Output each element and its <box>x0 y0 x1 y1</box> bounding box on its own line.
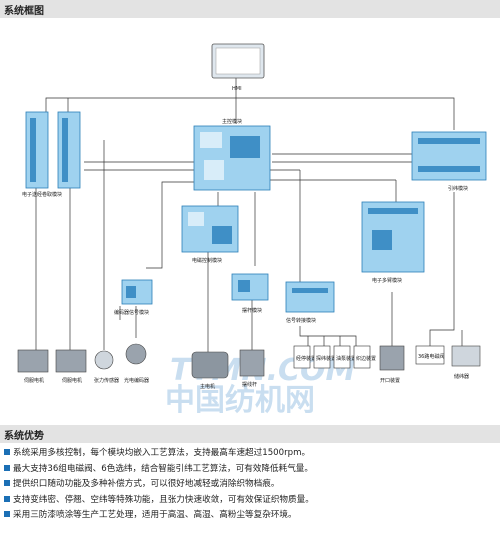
servo-motor-2: 伺服电机 <box>55 349 87 384</box>
features-section-header: 系统优势 <box>0 425 500 443</box>
main-motor: 主电机 <box>191 351 229 390</box>
svg-text:摆线杆: 摆线杆 <box>242 381 257 388</box>
weft-solenoid-box: 36路电磁阀 <box>415 345 444 365</box>
system-block-diagram: TTMN.COM 中国纺机网 <box>17 43 487 418</box>
sig-box-4: 织边装置 <box>356 355 376 362</box>
multi-arm-module: 电子多臂模块 <box>361 201 425 284</box>
feature-item: 最大支持36组电磁阀、6色选纬，结合智能引纬工艺算法，可有效降低耗气量。 <box>4 462 498 478</box>
solenoid-label: 电磁控制模块 <box>192 257 222 264</box>
encoder-signal-module: 编码器信号模块 <box>114 279 153 316</box>
svg-text:张力传感器: 张力传感器 <box>94 377 119 384</box>
feature-list: 系统采用多核控制，每个模块均嵌入工艺算法，支持最高车速超过1500rpm。 最大… <box>4 446 498 524</box>
svg-text:储纬器: 储纬器 <box>454 373 469 380</box>
encoder-signal-label: 编码器信号模块 <box>114 309 149 316</box>
let-off-label: 电子送经卷取模块 <box>22 191 62 198</box>
feature-item: 系统采用多核控制，每个模块均嵌入工艺算法，支持最高车速超过1500rpm。 <box>4 446 498 462</box>
main-control-label: 主控模块 <box>222 118 242 125</box>
bullet-square-icon <box>4 464 10 471</box>
svg-text:主电机: 主电机 <box>200 383 215 390</box>
watermark-cn: 中国纺机网 <box>165 383 315 418</box>
servo-motor-1: 伺服电机 <box>17 349 49 384</box>
feature-item: 采用三防漆喷涂等生产工艺处理，适用于高温、高湿、高粉尘等复杂环境。 <box>4 508 498 524</box>
bullet-square-icon <box>4 511 10 518</box>
tension-sensor: 张力传感器 <box>94 350 119 384</box>
photo-encoder: 光电编码器 <box>124 343 149 384</box>
features-section-title: 系统优势 <box>4 431 44 442</box>
signal-device-boxes: 经停装置 探纬装置 油泵装置 织边装置 <box>293 345 376 369</box>
multi-arm-label: 电子多臂模块 <box>372 277 402 284</box>
hmi-label: HMI <box>232 86 242 92</box>
svg-text:36路电磁阀: 36路电磁阀 <box>418 353 444 360</box>
diagram-section-title: 系统框图 <box>4 6 44 17</box>
let-off-modules: 电子送经卷取模块 <box>22 111 81 198</box>
signal-convert-module: 信号转接模块 <box>285 281 335 324</box>
bullet-square-icon <box>4 480 10 487</box>
weft-store-device: 储纬器 <box>451 345 481 380</box>
weft-select-label: 引纬模块 <box>448 185 468 192</box>
svg-text:伺服电机: 伺服电机 <box>62 377 82 384</box>
opening-device: 开口装置 <box>379 345 405 384</box>
solenoid-module: 电磁控制模块 <box>181 205 239 264</box>
svg-text:光电编码器: 光电编码器 <box>124 377 149 384</box>
sig-box-1: 经停装置 <box>296 355 316 362</box>
swing-rod: 摆线杆 <box>239 349 265 388</box>
feature-item: 提供织口随动功能及多种补偿方式，可以很好地减轻或消除织物档痕。 <box>4 477 498 493</box>
weft-select-module: 引纬模块 <box>411 131 487 192</box>
feature-item: 支持变纬密、停翘、空纬等特殊功能，且张力快速收敛，可有效保证织物质量。 <box>4 493 498 509</box>
diagram-section-header: 系统框图 <box>0 0 500 18</box>
main-control-module: 主控模块 <box>193 118 271 191</box>
bullet-square-icon <box>4 449 10 455</box>
svg-text:开口装置: 开口装置 <box>380 377 400 384</box>
bullet-square-icon <box>4 495 10 502</box>
swing-arm-module: 摆杆模块 <box>231 273 269 314</box>
signal-convert-label: 信号转接模块 <box>286 317 316 324</box>
swing-arm-label: 摆杆模块 <box>242 307 262 314</box>
sig-box-3: 油泵装置 <box>336 355 356 362</box>
sig-box-2: 探纬装置 <box>316 355 336 362</box>
hmi-screen: HMI <box>211 43 265 92</box>
svg-text:伺服电机: 伺服电机 <box>24 377 44 384</box>
